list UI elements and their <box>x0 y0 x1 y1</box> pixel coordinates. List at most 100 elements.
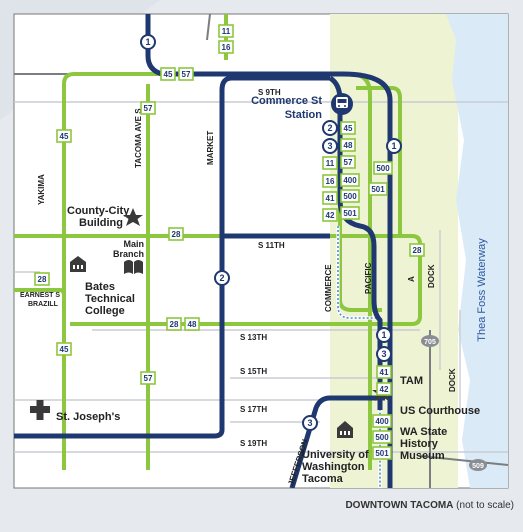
library-label-1: Main <box>123 239 144 249</box>
route-circle-c2-mkt: 2 <box>214 270 230 286</box>
svg-text:16: 16 <box>222 43 231 52</box>
svg-text:57: 57 <box>182 70 191 79</box>
street-a: A <box>407 276 416 282</box>
svg-text:400: 400 <box>343 176 357 185</box>
svg-text:1: 1 <box>391 141 396 151</box>
route-badge-s45: 45 <box>340 121 356 135</box>
route-badge-p501: 501 <box>368 182 388 196</box>
svg-text:57: 57 <box>144 374 153 383</box>
county-city-label-1: County-City <box>67 205 130 217</box>
uw-label-3: Tacoma <box>302 473 344 485</box>
map-caption: DOWNTOWN TACOMA (not to scale) <box>345 500 514 511</box>
svg-text:1: 1 <box>145 37 150 47</box>
st-josephs-label: St. Joseph's <box>56 411 120 423</box>
street-s13th: S 13TH <box>240 333 267 342</box>
svg-text:45: 45 <box>164 70 173 79</box>
svg-text:28: 28 <box>170 320 179 329</box>
route-badge-r57-low: 57 <box>140 371 156 385</box>
route-badge-r28-b: 28 <box>34 272 50 286</box>
school-building-icon <box>70 256 86 272</box>
svg-text:28: 28 <box>38 275 47 284</box>
svg-text:500: 500 <box>343 192 357 201</box>
street-commerce: COMMERCE <box>324 264 333 312</box>
route-badge-r45-v: 45 <box>56 129 72 143</box>
street-s11th: S 11TH <box>258 241 285 250</box>
street-market: MARKET <box>206 131 215 165</box>
route-badge-r28-13: 28 <box>166 317 182 331</box>
svg-text:42: 42 <box>380 385 389 394</box>
svg-text:1: 1 <box>381 330 386 340</box>
bates-label-3: College <box>85 305 125 317</box>
svg-text:11: 11 <box>222 27 231 36</box>
highway-shield-705: 705 <box>421 335 439 347</box>
uw-label-1: University of <box>302 449 369 461</box>
svg-text:3: 3 <box>327 141 332 151</box>
svg-text:41: 41 <box>326 194 335 203</box>
route-badge-r16-top: 16 <box>218 40 234 54</box>
earnest-label-1: EARNEST S <box>20 292 60 299</box>
wa-history-label-1: WA State <box>400 426 447 438</box>
svg-text:705: 705 <box>424 339 436 346</box>
blue-routes <box>14 14 393 488</box>
waterway-label: Thea Foss Waterway <box>476 238 488 342</box>
waterfront-zone <box>330 14 458 488</box>
street-s9th: S 9TH <box>258 88 281 97</box>
route-badge-b500: 500 <box>372 430 392 444</box>
route-badge-s41: 41 <box>322 191 338 205</box>
uw-label-2: Washington <box>302 461 365 473</box>
svg-text:28: 28 <box>172 230 181 239</box>
svg-text:57: 57 <box>144 104 153 113</box>
svg-text:500: 500 <box>376 164 390 173</box>
library-label-2: Branch <box>113 249 144 259</box>
route-circle-c3-jeff: 3 <box>302 415 318 431</box>
svg-text:3: 3 <box>381 349 386 359</box>
svg-text:16: 16 <box>326 177 335 186</box>
bates-label-1: Bates <box>85 281 115 293</box>
route-badge-s16: 16 <box>322 174 338 188</box>
street-yakima: YAKIMA <box>37 174 46 205</box>
svg-text:48: 48 <box>188 320 197 329</box>
route-badge-s57: 57 <box>340 155 356 169</box>
route-circle-c1-low: 1 <box>376 327 392 343</box>
star-icon <box>123 208 143 226</box>
route-circle-c3-st: 3 <box>322 138 338 154</box>
route-badge-r11-top: 11 <box>218 24 234 38</box>
caption-note: (not to scale) <box>453 500 514 511</box>
svg-text:3: 3 <box>307 418 312 428</box>
library-icon <box>124 260 143 274</box>
route-badge-r28-c: 28 <box>409 243 425 257</box>
street-pacific: PACIFIC <box>364 262 373 294</box>
svg-text:42: 42 <box>326 211 335 220</box>
route-badge-r28-a: 28 <box>168 227 184 241</box>
route-badge-t41: 41 <box>376 365 392 379</box>
street-s15th: S 15TH <box>240 367 267 376</box>
route-badge-r48-13: 48 <box>184 317 200 331</box>
route-badge-s11: 11 <box>322 156 338 170</box>
svg-text:28: 28 <box>413 246 422 255</box>
street-s17th: S 17TH <box>240 405 267 414</box>
route-badge-s501: 501 <box>340 206 360 220</box>
university-building-icon <box>337 421 353 438</box>
bates-label-2: Technical <box>85 293 135 305</box>
rail-line-dots <box>337 226 381 488</box>
route-badge-r45-h: 45 <box>160 67 176 81</box>
street-tacoma-ave: TACOMA AVE S <box>134 108 143 168</box>
route-badge-t42: 42 <box>376 382 392 396</box>
route-badge-s500: 500 <box>340 189 360 203</box>
svg-text:57: 57 <box>344 158 353 167</box>
svg-text:400: 400 <box>375 417 389 426</box>
tam-label: TAM <box>400 375 423 387</box>
svg-text:45: 45 <box>344 124 353 133</box>
route-badge-s42: 42 <box>322 208 338 222</box>
route-circle-c3-low: 3 <box>376 346 392 362</box>
courthouse-label: US Courthouse <box>400 405 480 417</box>
svg-text:11: 11 <box>326 159 335 168</box>
svg-text:500: 500 <box>375 433 389 442</box>
wa-history-label-2: History <box>400 438 439 450</box>
route-badge-r57-h: 57 <box>178 67 194 81</box>
station-name-line2: Station <box>285 109 323 121</box>
street-dock-2: DOCK <box>448 368 457 392</box>
green-routes <box>14 14 422 470</box>
